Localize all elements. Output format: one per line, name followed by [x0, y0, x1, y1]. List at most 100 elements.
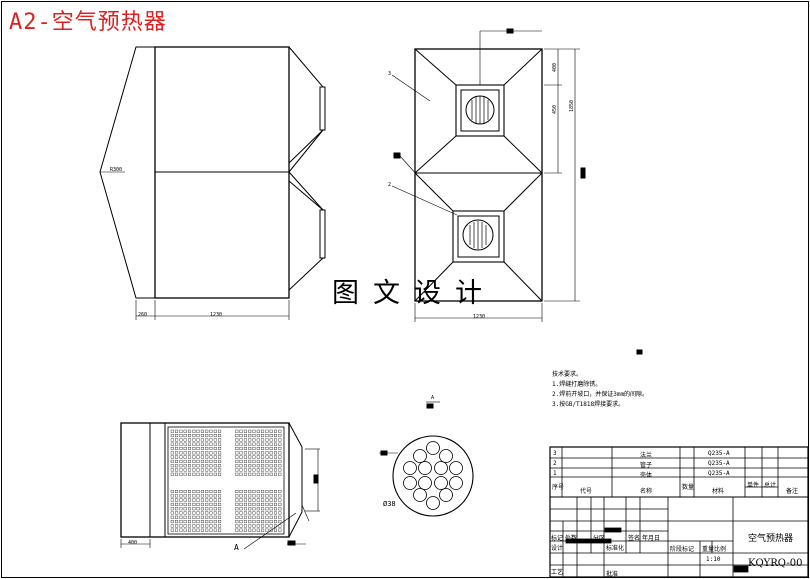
bom-name-3: 法兰: [640, 452, 653, 459]
tube-cell: [200, 490, 204, 493]
tube-cell: [248, 459, 252, 463]
tube-cell: [218, 429, 222, 433]
tube-cell: [256, 442, 260, 446]
tube-cell: [175, 434, 179, 438]
tube-cell: [218, 459, 222, 463]
tube-cell: [200, 507, 204, 511]
tube-cell: [243, 447, 247, 450]
tb-label-standard: 标准化: [606, 545, 625, 552]
tube-hole: [449, 476, 463, 490]
tube-cell: [209, 447, 213, 450]
tube-cell: [196, 459, 200, 463]
tube-cell: [256, 447, 260, 450]
tube-cell: [175, 459, 179, 463]
tube-cell: [179, 520, 183, 524]
tube-cell: [209, 507, 213, 511]
tube-cell: [175, 455, 179, 459]
tube-cell: [235, 524, 239, 528]
tube-cell: [200, 447, 204, 450]
tube-cell: [179, 455, 183, 459]
tube-cell: [265, 490, 269, 493]
tube-cell: [278, 524, 282, 528]
bom-header-total: 总计: [764, 482, 777, 489]
tube-cell: [192, 511, 196, 515]
tube-cell: [265, 464, 269, 468]
tube-cell: [248, 502, 252, 506]
tube-cell: [175, 429, 179, 433]
tube-cell: [248, 498, 252, 502]
tube-cell: [248, 520, 252, 524]
tube-cell: [209, 459, 213, 463]
tube-cell: [192, 520, 196, 524]
tube-cell: [209, 502, 213, 506]
bom-header-single: 单件: [747, 482, 760, 489]
tube-cell: [209, 472, 213, 476]
tube-cell: [278, 459, 282, 463]
tube-cell: [235, 494, 239, 498]
tube-cell: [205, 498, 209, 502]
tube-cell: [200, 520, 204, 524]
tube-cell: [256, 459, 260, 463]
tube-cell: [252, 472, 256, 476]
tube-cell: [205, 438, 209, 442]
tube-cell: [243, 524, 247, 528]
tube-cell: [274, 447, 277, 450]
tube-cell: [252, 494, 256, 498]
tube-cell: [196, 507, 200, 511]
tube-cell: [209, 438, 213, 442]
tube-cell: [196, 498, 200, 502]
tube-cell: [192, 447, 196, 450]
tube-cell: [170, 429, 174, 433]
dim-side-width: 1230: [473, 314, 486, 320]
tube-cell: [196, 524, 200, 528]
tube-cell: [196, 464, 200, 468]
tube-cell: [269, 455, 273, 459]
dim-side-total: 1850: [569, 99, 575, 112]
tb-scale-value: 1:10: [706, 556, 721, 563]
tube-cell: [218, 434, 222, 438]
tube-cell: [196, 502, 200, 506]
tb-label-mark: 标记: [551, 535, 564, 542]
note-2: 2.焊前开坡口，并保证3mm的间隙。: [552, 391, 649, 398]
tube-cell: [269, 438, 273, 442]
tube-cell: [248, 494, 252, 498]
tube-cell: [209, 451, 213, 455]
tube-cell: [278, 455, 282, 459]
tube-cell: [261, 515, 265, 519]
tube-hole: [403, 476, 417, 490]
tube-holes: [403, 441, 463, 510]
tube-cell: [252, 459, 256, 463]
tube-cell: [205, 507, 209, 511]
tube-cell: [170, 459, 174, 463]
tube-cell: [252, 515, 256, 519]
tube-cell: [218, 438, 222, 442]
tube-cell: [243, 455, 247, 459]
tube-cell: [170, 498, 174, 502]
tube-cell: [183, 494, 187, 498]
tube-cell: [196, 494, 200, 498]
tube-cell: [183, 451, 187, 455]
tube-cell: [179, 490, 183, 493]
tube-cell: [235, 447, 239, 450]
tube-cell: [192, 524, 196, 528]
tube-cell: [218, 451, 222, 455]
tube-cell: [269, 468, 273, 472]
tube-cell: [269, 520, 273, 524]
tube-cell: [175, 507, 179, 511]
tube-cell: [170, 438, 174, 442]
tube-cell: [243, 511, 247, 515]
tube-cell: [269, 494, 273, 498]
tube-cell: [205, 451, 209, 455]
tube-cell: [243, 468, 247, 472]
tube-cell: [261, 511, 265, 515]
dim-tip: R300: [110, 167, 123, 173]
tb-drawing-name: 空气预热器: [748, 534, 794, 544]
tube-cell: [192, 451, 196, 455]
tube-cell: [196, 442, 200, 446]
tube-cell: [235, 455, 239, 459]
tube-cell: [239, 511, 243, 515]
tube-cell: [235, 515, 239, 519]
tube-cell: [183, 434, 187, 438]
tube-cell: [209, 528, 213, 532]
